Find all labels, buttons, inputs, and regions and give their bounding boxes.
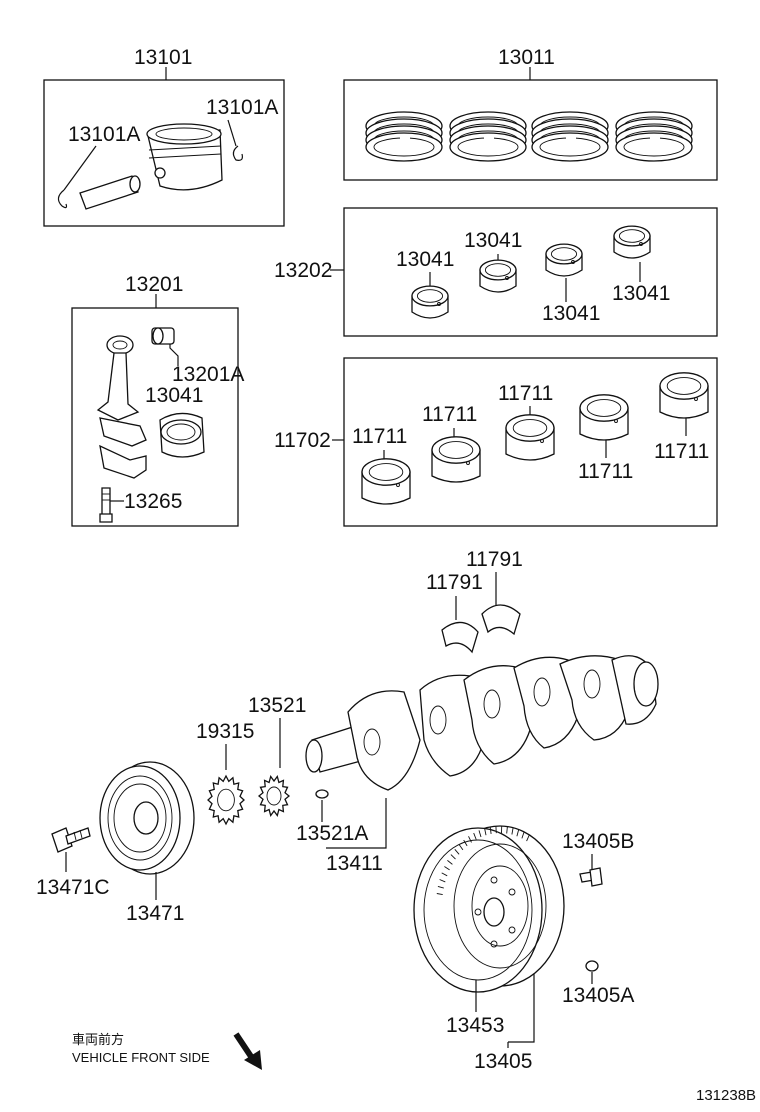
snap-ring-right-icon [232,145,243,161]
label-thrust-washer-lower[interactable]: 11791 [426,571,483,594]
crank-pulley-icon [99,761,195,875]
pulley-bolt-icon [51,827,91,853]
piston-ring-icon [615,111,693,162]
flywheel-icon [413,825,565,993]
label-rod-bearing-3[interactable]: 13041 [542,302,600,325]
front-direction-japanese: 車両前方 [72,1032,124,1047]
label-piston-snap-ring-left[interactable]: 13101A [68,123,140,146]
label-rod-bearing-1[interactable]: 13041 [396,248,454,271]
front-direction-english: VEHICLE FRONT SIDE [72,1050,210,1065]
label-oil-pump-gear[interactable]: 19315 [196,720,254,743]
oil-pump-drive-gear-icon [207,774,245,826]
label-connecting-rod[interactable]: 13201 [125,273,183,296]
ring-gear-teeth-icon [436,825,530,896]
piston-ring-set-icon [365,111,693,162]
ring-set-box [343,67,718,181]
piston-ring-icon [531,111,609,162]
crank-timing-gear-icon [257,775,291,817]
label-flywheel[interactable]: 13405 [474,1050,532,1073]
label-main-bearing-4[interactable]: 11711 [578,460,633,483]
conrod-bolt-icon [99,487,113,523]
main-bearing-box [343,357,718,527]
label-main-bearing-set[interactable]: 11702 [274,429,331,452]
conrod-bushing-icon [151,327,175,345]
label-piston-snap-ring-right[interactable]: 13101A [206,96,278,119]
main-bearing-icon [505,414,555,461]
rod-bearing-icon [411,285,449,319]
label-rod-bearing-set[interactable]: 13202 [274,259,332,282]
main-bearing-icon [431,436,481,483]
connecting-rod-icon [96,335,147,479]
label-conrod-bolt[interactable]: 13265 [124,490,182,513]
label-crank-timing-gear[interactable]: 13521 [248,694,306,717]
crank-key-icon [315,789,329,799]
main-bearing-icon [361,458,411,505]
thrust-washer-upper-icon [481,604,521,636]
snap-ring-left-icon [57,189,68,209]
label-main-bearing-2[interactable]: 11711 [422,403,477,426]
label-crankshaft[interactable]: 13411 [326,852,383,875]
label-flywheel-pin[interactable]: 13405A [562,984,634,1007]
piston-pin-icon [79,175,141,210]
main-bearing-icon [579,394,629,441]
crankshaft-icon [305,655,659,791]
label-thrust-washer-upper[interactable]: 11791 [466,548,523,571]
label-rod-bearing-2[interactable]: 13041 [464,229,522,252]
thrust-washer-lower-icon [441,621,479,654]
main-bearing-icon [659,372,709,419]
label-rod-bearing-4[interactable]: 13041 [612,282,670,305]
label-conrod-bearing[interactable]: 13041 [145,384,203,407]
piston-box [43,67,285,227]
rod-bearing-icon [545,243,583,277]
label-piston[interactable]: 13101 [134,46,192,69]
rod-bearing-icon [479,259,517,293]
label-conrod-bushing[interactable]: 13201A [172,363,244,386]
label-crank-pulley[interactable]: 13471 [126,902,184,925]
label-main-bearing-3[interactable]: 11711 [498,382,553,405]
flywheel-pin-icon [585,960,599,972]
label-flywheel-bolt[interactable]: 13405B [562,830,634,853]
diagram-reference-number: 131238B [696,1087,756,1104]
label-ring-gear[interactable]: 13453 [446,1014,504,1037]
rod-bearing-box [343,207,718,337]
piston-ring-icon [365,111,443,162]
conrod-box [71,294,239,527]
piston-icon [146,123,223,191]
label-pulley-bolt[interactable]: 13471C [36,876,110,899]
label-crank-key[interactable]: 13521A [296,822,368,845]
label-main-bearing-5[interactable]: 11711 [654,440,709,463]
flywheel-bolt-icon [579,867,603,887]
rod-bearing-icon [613,225,651,259]
front-direction-arrow-icon [233,1032,262,1070]
label-main-bearing-1[interactable]: 11711 [352,425,407,448]
conrod-bearing-icon [159,412,205,458]
label-piston-ring-set[interactable]: 13011 [498,46,555,69]
piston-ring-icon [449,111,527,162]
